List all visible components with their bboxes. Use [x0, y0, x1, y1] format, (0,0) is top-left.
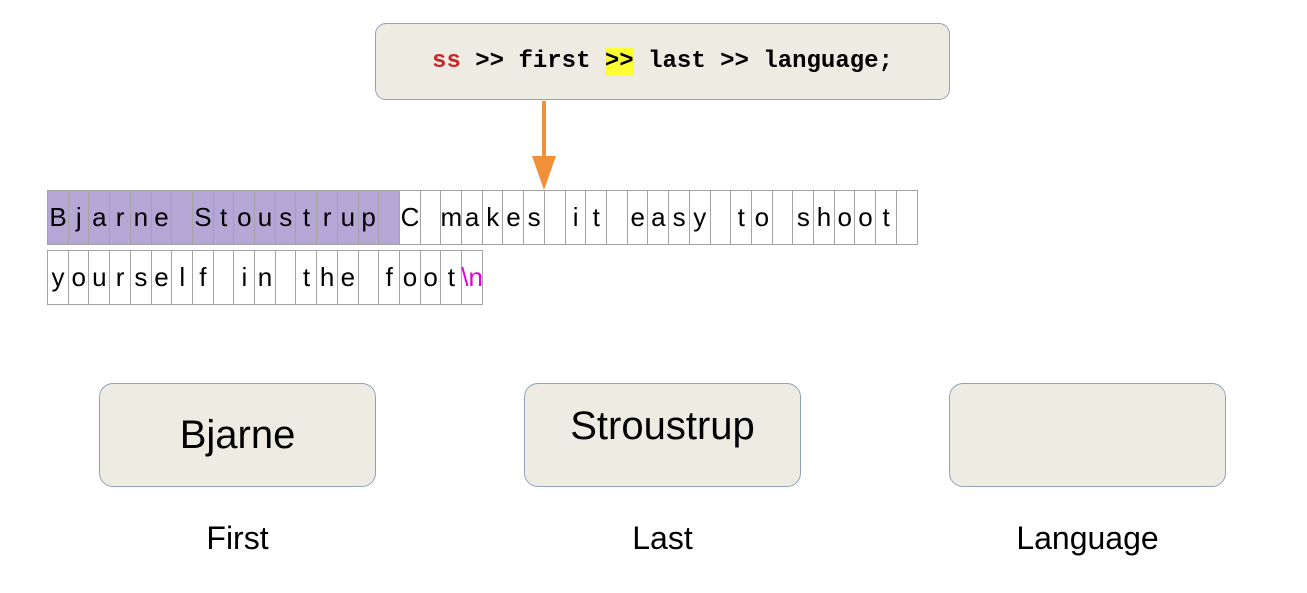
buffer-cell: n	[254, 250, 277, 305]
buffer-cell: t	[295, 250, 318, 305]
buffer-cell: s	[129, 250, 152, 305]
buffer-cell: t	[440, 250, 463, 305]
buffer-cell: n	[129, 190, 152, 245]
arrow-head	[532, 156, 556, 190]
buffer-cell: r	[109, 250, 132, 305]
buffer-cell: \n	[461, 250, 484, 305]
buffer-cell: i	[233, 250, 256, 305]
buffer-cell: u	[336, 190, 359, 245]
buffer-cell: t	[875, 190, 898, 245]
buffer-cell	[543, 190, 566, 245]
variable-label-language: Language	[1016, 520, 1159, 556]
buffer-cell: e	[502, 190, 525, 245]
buffer-cell: e	[150, 190, 173, 245]
buffer-cell	[171, 190, 194, 245]
code-statement: ss >> first >> last >> language;	[375, 23, 950, 100]
buffer-cell	[212, 250, 235, 305]
buffer-cell: e	[626, 190, 649, 245]
buffer-cell: e	[336, 250, 359, 305]
code-token-rest: last >> language;	[633, 48, 893, 75]
buffer-cell: S	[191, 190, 214, 245]
buffer-cell: f	[191, 250, 214, 305]
buffer-cell: s	[523, 190, 546, 245]
buffer-cell	[357, 250, 380, 305]
buffer-cell: r	[316, 190, 339, 245]
code-token-first: >> first	[460, 48, 605, 75]
buffer-cell: l	[171, 250, 194, 305]
buffer-cell: y	[688, 190, 711, 245]
buffer-cell: h	[316, 250, 339, 305]
buffer-cell: B	[47, 190, 69, 245]
buffer-cell	[771, 190, 794, 245]
buffer-cell: u	[88, 250, 111, 305]
buffer-cell: y	[47, 250, 69, 305]
buffer-cell: t	[212, 190, 235, 245]
buffer-cell: s	[792, 190, 815, 245]
buffer-cell: h	[813, 190, 836, 245]
buffer-cell: o	[750, 190, 773, 245]
buffer-cell: i	[564, 190, 587, 245]
buffer-cell: o	[67, 250, 90, 305]
buffer-cell: t	[295, 190, 318, 245]
buffer-cell	[605, 190, 628, 245]
buffer-cell: o	[419, 250, 442, 305]
buffer-cell: j	[67, 190, 90, 245]
buffer-cell: o	[833, 190, 856, 245]
variable-value-last: Stroustrup	[570, 404, 755, 448]
buffer-cell: o	[398, 250, 421, 305]
variable-box-first: Bjarne	[99, 383, 376, 487]
buffer-cell: o	[233, 190, 256, 245]
buffer-cell: s	[274, 190, 297, 245]
buffer-cell: o	[854, 190, 877, 245]
buffer-cell	[419, 190, 442, 245]
buffer-cell: t	[730, 190, 753, 245]
buffer-cell: f	[378, 250, 401, 305]
buffer-cell: s	[668, 190, 691, 245]
buffer-cell: a	[88, 190, 111, 245]
code-token-stream: ss	[432, 48, 461, 75]
variable-box-language	[949, 383, 1226, 487]
buffer-cell: m	[440, 190, 463, 245]
buffer-cell: a	[647, 190, 670, 245]
buffer-cell: k	[481, 190, 504, 245]
buffer-cell: e	[150, 250, 173, 305]
buffer-cell: u	[254, 190, 277, 245]
buffer-cell: a	[461, 190, 484, 245]
variable-value-first: Bjarne	[179, 412, 296, 457]
variable-label-first: First	[206, 520, 269, 556]
variable-label-last: Last	[632, 520, 693, 556]
buffer-cell	[378, 190, 401, 245]
code-token-current-extraction: >>	[604, 48, 634, 75]
buffer-cell: r	[109, 190, 132, 245]
buffer-cell	[895, 190, 918, 245]
variable-box-last: Stroustrup	[524, 383, 801, 487]
buffer-cell: C	[398, 190, 421, 245]
buffer-cell	[274, 250, 297, 305]
buffer-cell: p	[357, 190, 380, 245]
buffer-cell	[709, 190, 732, 245]
buffer-cell: t	[585, 190, 608, 245]
